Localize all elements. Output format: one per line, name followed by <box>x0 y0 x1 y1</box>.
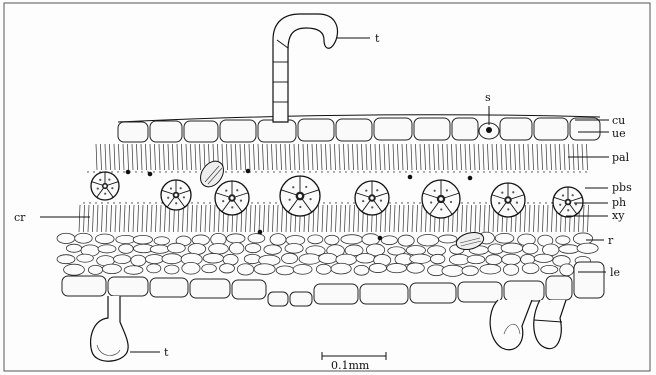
palisade-upper <box>87 144 587 173</box>
trichome-top <box>273 14 337 122</box>
label-lower-epidermis: le <box>610 266 620 279</box>
leaf-section <box>57 115 604 306</box>
trichome-bottom-right <box>490 300 566 350</box>
vascular-bundle <box>91 172 119 200</box>
label-trichome-bottom: t <box>164 346 169 359</box>
label-crystal: cr <box>14 211 26 224</box>
vascular-bundle <box>280 176 320 216</box>
trichome-bottom-left <box>91 296 129 361</box>
spongy-cells <box>57 232 598 276</box>
label-phloem: ph <box>612 196 626 209</box>
scale-bar-label: 0.1mm <box>331 359 370 372</box>
vascular-bundle <box>491 183 525 217</box>
upper-epidermis <box>118 118 600 142</box>
label-cuticle: cu <box>612 114 625 127</box>
label-upper-epidermis: ue <box>612 127 626 140</box>
vascular-bundle <box>215 181 249 215</box>
label-palisade: pal <box>612 151 630 164</box>
stoma <box>479 123 499 139</box>
label-resin: r <box>608 234 614 247</box>
vascular-bundle <box>355 181 389 215</box>
label-parenchyma-bundle-sheath: pbs <box>612 181 632 194</box>
vascular-bundle <box>422 180 460 218</box>
vascular-bundle <box>161 180 191 210</box>
vascular-bundle <box>553 187 583 217</box>
label-stoma: s <box>485 91 491 104</box>
label-trichome-top: t <box>375 32 380 45</box>
label-xylem: xy <box>612 209 625 222</box>
scale-bar: 0.1mm <box>322 352 386 372</box>
